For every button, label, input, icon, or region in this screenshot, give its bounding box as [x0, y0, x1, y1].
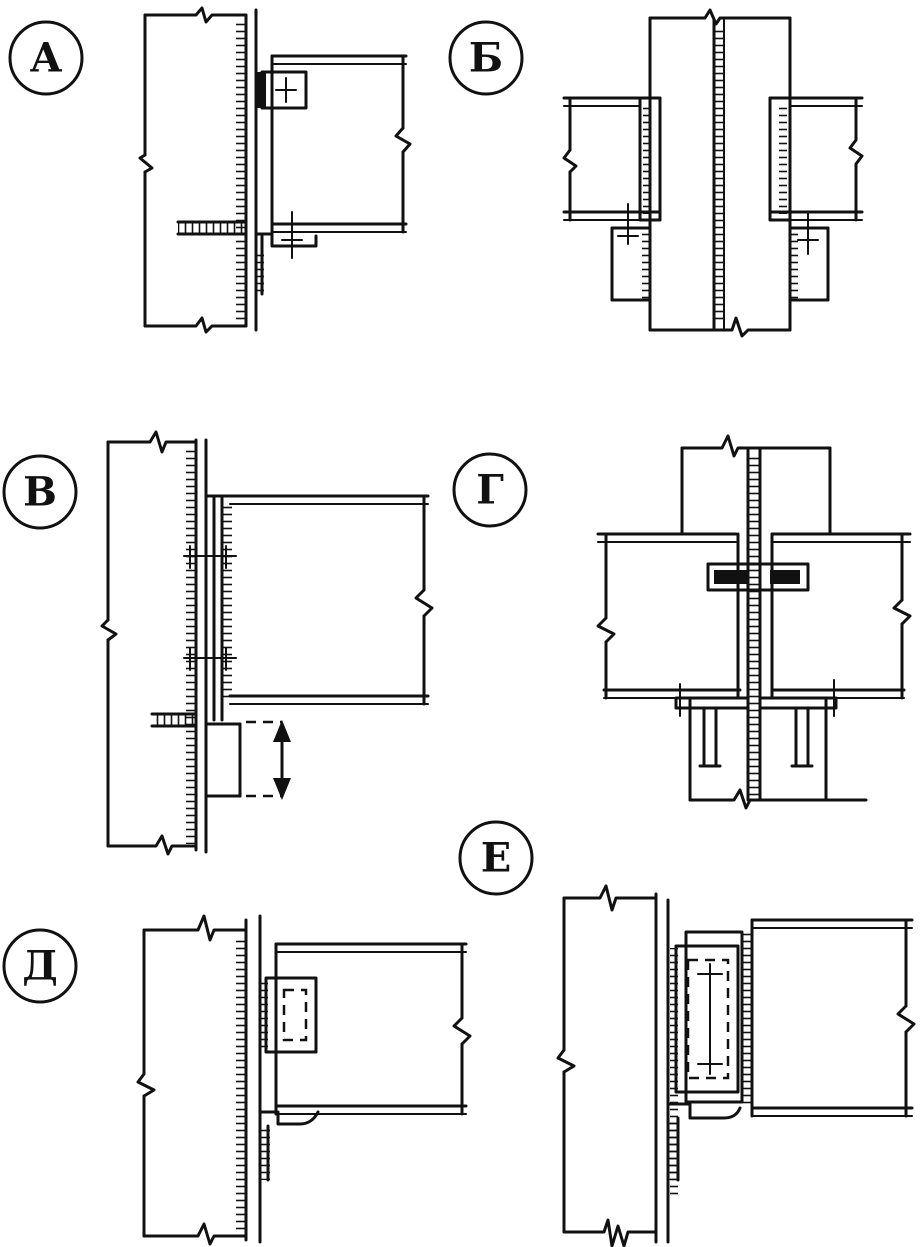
side-plate-d	[260, 976, 318, 1054]
column-g	[680, 434, 868, 810]
adjustment-arrow-v	[273, 720, 291, 800]
column-a	[138, 6, 258, 334]
column-e	[556, 884, 678, 1247]
angle-cleat-a	[256, 70, 308, 110]
seats-g	[674, 679, 838, 768]
svg-text:Г: Г	[476, 467, 504, 514]
seat-angles-b	[610, 203, 830, 302]
detail-b: Б	[448, 8, 864, 338]
label-b: Б	[448, 20, 524, 96]
seat-e	[666, 1102, 742, 1182]
beam-d	[274, 942, 472, 1116]
beam-a	[270, 54, 412, 234]
label-v: В	[2, 454, 78, 530]
detail-d: Д	[2, 914, 472, 1246]
column-v	[100, 430, 208, 856]
svg-text:Б: Б	[469, 35, 503, 82]
detail-a: А	[8, 6, 412, 334]
seat-d	[258, 1110, 320, 1182]
beam-right-b	[768, 96, 864, 222]
beam-e	[742, 918, 916, 1118]
end-plate-v	[204, 494, 232, 722]
detail-g: Г	[452, 434, 912, 810]
svg-text:Д: Д	[22, 943, 58, 990]
detail-v: В	[2, 430, 434, 856]
label-g: Г	[452, 452, 528, 528]
svg-text:А: А	[30, 35, 63, 82]
column-d	[136, 914, 262, 1246]
label-a: А	[8, 20, 84, 96]
svg-text:Е: Е	[481, 835, 512, 882]
seat-v	[150, 712, 282, 798]
label-d: Д	[2, 928, 78, 1004]
beam-right-g	[770, 532, 912, 700]
beam-left-b	[562, 96, 662, 222]
detail-e: Е	[458, 820, 916, 1247]
beam-left-g	[596, 532, 742, 700]
svg-text:В: В	[23, 469, 57, 516]
bolts-v	[183, 545, 237, 671]
label-e: Е	[458, 820, 534, 896]
seat-a	[176, 211, 318, 296]
splice-plate-g	[706, 562, 810, 592]
bracket-e	[674, 930, 744, 1104]
beam-v	[228, 494, 434, 706]
